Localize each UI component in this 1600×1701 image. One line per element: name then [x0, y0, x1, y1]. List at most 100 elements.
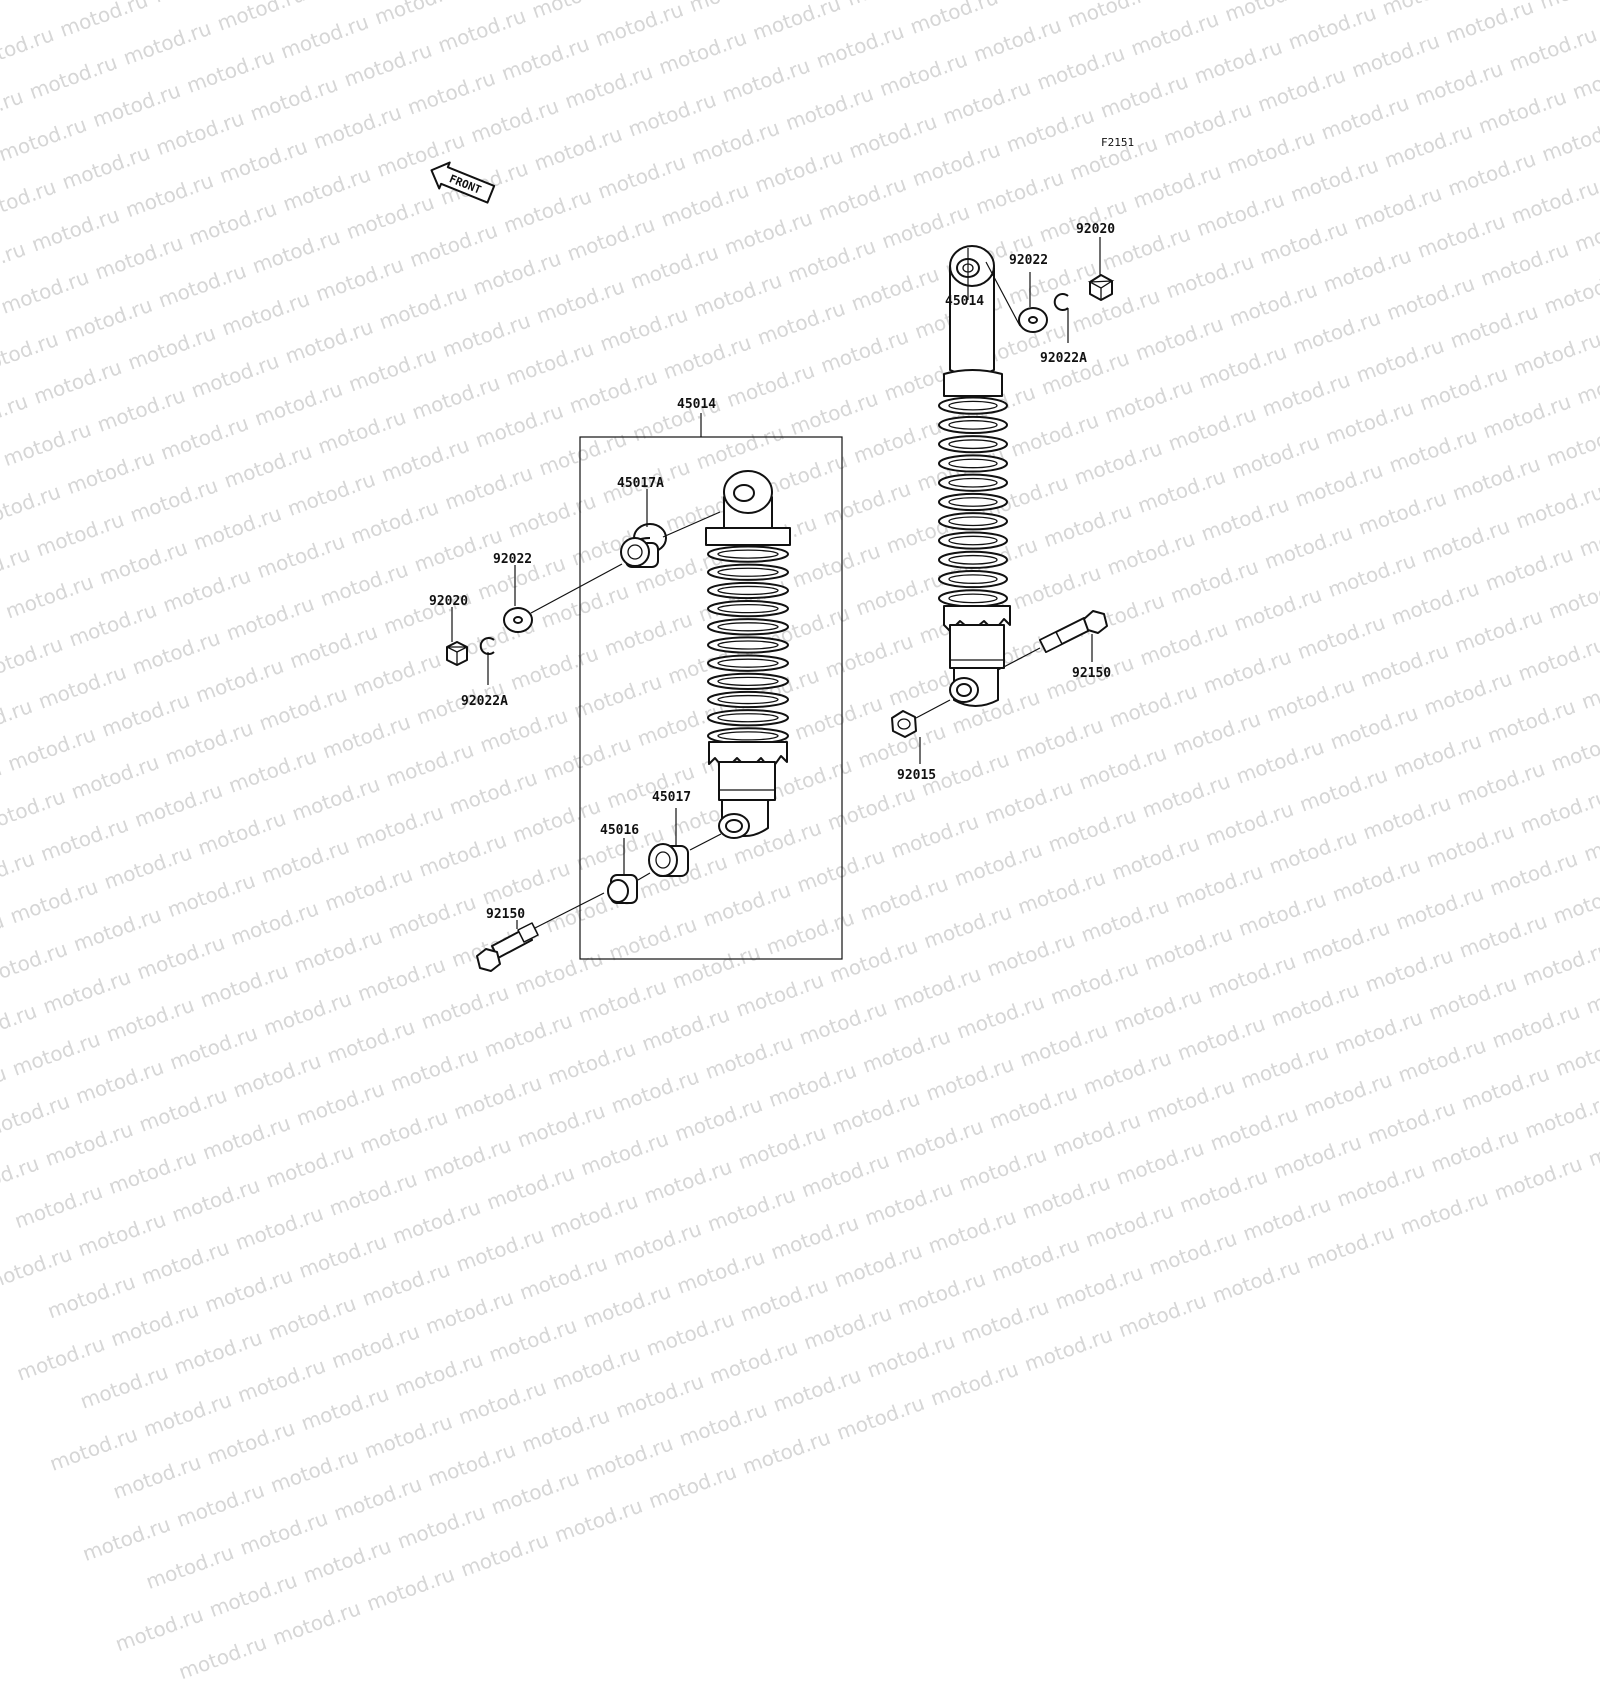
left-upper-bushing-callout: 45017A [617, 476, 664, 491]
right-assembly-callout: 45014 [945, 294, 984, 309]
spring-coil [708, 674, 788, 689]
watermark-text: motod.ru [737, 1273, 831, 1327]
left-circlip [481, 638, 494, 654]
left-shock-assembly: 45014 [429, 397, 842, 971]
right-nut [1090, 275, 1112, 300]
left-assembly-callout: 45014 [677, 397, 716, 412]
watermark-text: motod.ru [394, 1500, 488, 1554]
watermark-text: motod.ru [643, 1307, 737, 1361]
spring-coil [708, 565, 788, 580]
watermark-text: motod.ru [612, 1369, 706, 1423]
watermark-text: motod.ru [175, 1630, 269, 1684]
watermark-text: motod.ru [1146, 1226, 1240, 1280]
spring-coil [708, 637, 788, 652]
spring-coil [708, 692, 788, 707]
watermark-text: motod.ru [645, 1459, 739, 1513]
watermark-text: motod.ru [204, 1416, 298, 1470]
watermark-text: motod.ru [1209, 1254, 1303, 1308]
right-nut-callout: 92020 [1076, 222, 1115, 237]
watermark-text: motod.ru [580, 1279, 674, 1333]
left-upper-bushing [621, 524, 666, 567]
watermark-text: motod.ru [112, 1602, 206, 1656]
watermark-text: motod.ru [140, 1388, 234, 1442]
watermark-text: motod.ru [925, 1204, 1019, 1258]
watermark-text: motod.ru [234, 1353, 328, 1407]
watermark-text: motod.ru [206, 1568, 300, 1622]
watermark-text: motod.ru [143, 1540, 237, 1594]
left-nut [447, 642, 467, 665]
watermark-text: motod.ru [232, 1201, 326, 1255]
watermark-text: motod.ru [770, 1363, 864, 1417]
watermark-text: motod.ru [518, 1403, 612, 1457]
right-shock-absorber [939, 246, 1010, 706]
watermark-text: motod.ru [988, 1232, 1082, 1286]
watermark-text: motod.ru [488, 1465, 582, 1519]
watermark-text: motod.ru [265, 1291, 359, 1345]
watermark-text: motod.ru [676, 1397, 770, 1451]
watermark-text: motod.ru [800, 1301, 894, 1355]
watermark-text: motod.ru [1021, 1322, 1115, 1376]
right-shock-assembly: 45014 92022 92022A 92020 [892, 222, 1115, 783]
watermark-text: motod.ru [486, 1313, 580, 1367]
spring-coil [708, 710, 788, 725]
watermark-text: motod.ru [958, 1294, 1052, 1348]
right-lower-nut [892, 711, 916, 737]
watermark-text: motod.ru [453, 1223, 547, 1277]
spring-coil [708, 619, 788, 634]
watermark-text: motod.ru [269, 1596, 363, 1650]
right-washer [1019, 308, 1047, 332]
spring-coil [708, 546, 788, 561]
watermark-text: motod.ru [108, 1297, 202, 1351]
watermark-text: motod.ru [46, 1422, 140, 1476]
watermark-text: motod.ru [389, 1195, 483, 1249]
watermark-text: motod.ru [768, 1210, 862, 1264]
watermark-text: motod.ru [739, 1425, 833, 1479]
left-collar [608, 875, 637, 903]
watermark-text: motod.ru [549, 1341, 643, 1395]
watermark-text: motod.ru [75, 1207, 169, 1261]
watermark-text: motod.ru [359, 1257, 453, 1311]
watermark-text: motod.ru [328, 1319, 422, 1373]
watermark-text: motod.ru [674, 1245, 768, 1299]
watermark-text: motod.ru [173, 1478, 267, 1532]
watermark-text: motod.ru [298, 1381, 392, 1435]
watermark-text: motod.ru [831, 1238, 925, 1292]
left-washer [504, 608, 532, 632]
watermark-text: motod.ru [77, 1360, 171, 1414]
watermark-text: motod.ru [138, 1235, 232, 1289]
watermark-text: motod.ru [237, 1506, 331, 1560]
watermark-text: motod.ru [455, 1375, 549, 1429]
watermark-text: motod.ru [267, 1444, 361, 1498]
left-nut-callout: 92020 [429, 594, 468, 609]
right-circlip-callout: 92022A [1040, 351, 1087, 366]
watermark-text: motod.ru [551, 1493, 645, 1547]
watermark-text: motod.ru [422, 1285, 516, 1339]
right-bolt-callout: 92150 [1072, 666, 1111, 681]
watermark-text: motod.ru [706, 1335, 800, 1389]
watermark-text: motod.ru [79, 1512, 173, 1566]
left-lower-bushing-callout: 45017 [652, 790, 691, 805]
left-lower-bushing [649, 844, 688, 876]
watermark-text: motod.ru [295, 1229, 389, 1283]
spring-coil [708, 601, 788, 616]
watermark-text: motod.ru [363, 1562, 457, 1616]
left-circlip-callout: 92022A [461, 694, 508, 709]
watermark-text: motod.ru [300, 1534, 394, 1588]
watermark-text: motod.ru [894, 1266, 988, 1320]
watermark-text: motod.ru [457, 1528, 551, 1582]
watermark-text: motod.ru [516, 1251, 610, 1305]
watermark-text: motod.ru [1052, 1260, 1146, 1314]
right-washer-callout: 92022 [1009, 253, 1048, 268]
figure-code: F2151 [1101, 136, 1134, 149]
watermark-text: motod.ru [1303, 1220, 1397, 1274]
watermark-text: motod.ru [1115, 1288, 1209, 1342]
right-lower-nut-callout: 92015 [897, 768, 936, 783]
watermark-text: motod.ru [833, 1391, 927, 1445]
right-circlip [1055, 294, 1068, 310]
watermark-text: motod.ru [44, 1269, 138, 1323]
watermark-text: motod.ru [14, 1332, 108, 1386]
watermark-text: motod.ru [361, 1409, 455, 1463]
spring-coil [708, 583, 788, 598]
left-bolt [477, 923, 538, 971]
